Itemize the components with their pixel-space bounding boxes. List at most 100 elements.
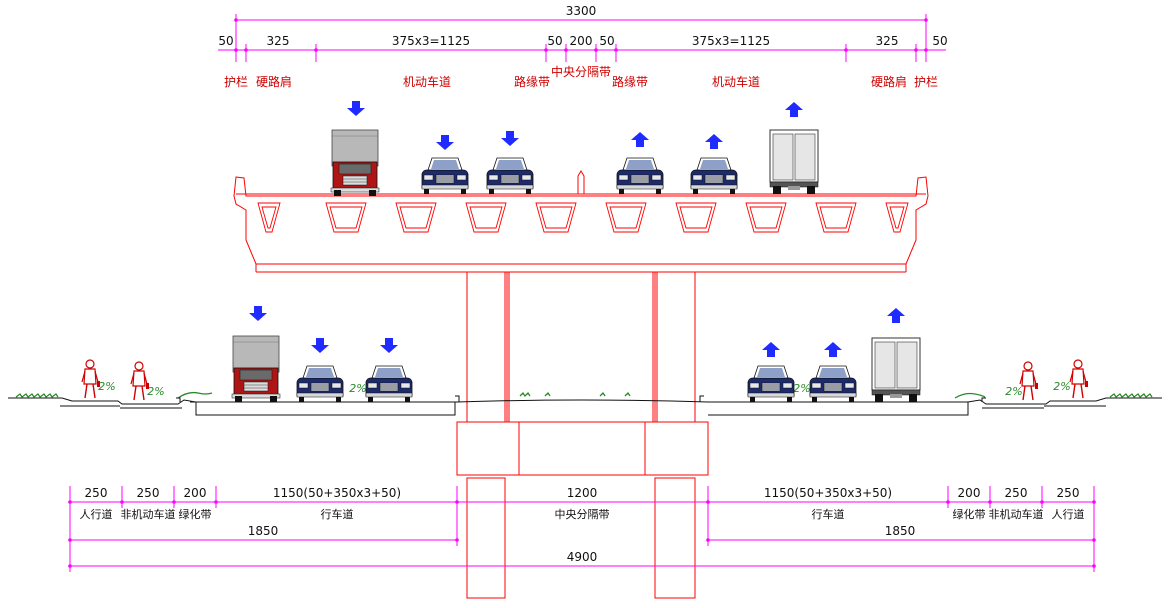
upper-seg-shoulder-right: 325	[876, 34, 899, 48]
girder-cell	[395, 202, 437, 233]
arrow-up-icon	[762, 342, 780, 357]
slope-lanes-right: 2%	[793, 382, 810, 395]
car-icon	[690, 157, 738, 195]
girder-cell	[745, 202, 787, 233]
girder-cell-inner	[539, 206, 573, 229]
pile-cap	[456, 421, 709, 599]
lower-dimension-ticks	[68, 500, 1096, 568]
slope-sidewalk-left: 2%	[98, 380, 115, 393]
girder-cell	[325, 202, 367, 233]
ground-seg-green-left: 200	[184, 486, 207, 500]
label-bike-lane-right: 非机动车道	[989, 507, 1044, 521]
arrow-down-icon	[436, 135, 454, 150]
arrow-down-icon	[249, 306, 267, 321]
ground-total-width: 4900	[567, 550, 598, 564]
arrow-down-icon	[380, 338, 398, 353]
label-sidewalk-left: 人行道	[80, 507, 113, 521]
lower-dimension-lines	[69, 486, 1095, 572]
upper-seg-shoulder-left: 325	[267, 34, 290, 48]
ground-road-surface	[8, 397, 1162, 416]
slope-sidewalk-right: 2%	[1053, 380, 1070, 393]
label-median-upper: 中央分隔带	[551, 64, 611, 79]
car-icon	[421, 157, 469, 195]
girder-cell-inner	[329, 206, 363, 229]
car-icon	[365, 365, 413, 403]
girder-cell-inner	[609, 206, 643, 229]
car-icon	[809, 365, 857, 403]
girder-cell-inner	[399, 206, 433, 229]
upper-seg-curb-right: 50	[599, 34, 614, 48]
arrow-up-icon	[705, 134, 723, 149]
truck-icon	[871, 337, 921, 403]
ground-seg-median: 1200	[567, 486, 598, 500]
girder-cell	[885, 202, 909, 233]
label-green-belt-right: 绿化带	[953, 507, 986, 521]
box-girder-cells	[257, 202, 909, 233]
girder-cell-inner	[749, 206, 783, 229]
label-shoulder-left: 硬路肩	[256, 74, 292, 89]
slope-bike-right: 2%	[1005, 385, 1022, 398]
ground-seg-lanes-right: 1150(50+350x3+50)	[764, 486, 892, 500]
ground-seg-sidewalk-right: 250	[1057, 486, 1080, 500]
arrow-down-icon	[311, 338, 329, 353]
arrow-up-icon	[824, 342, 842, 357]
upper-seg-lanes-right: 375x3=1125	[692, 34, 770, 48]
label-carriageway-right: 行车道	[812, 507, 845, 521]
girder-cell	[465, 202, 507, 233]
arrow-up-icon	[887, 308, 905, 323]
upper-total-width: 3300	[566, 4, 597, 18]
arrow-up-icon	[631, 132, 649, 147]
curb-marks	[176, 395, 986, 402]
label-curb-strip-right: 路缘带	[612, 74, 648, 89]
label-curb-strip-left: 路缘带	[514, 74, 550, 89]
car-icon	[747, 365, 795, 403]
label-bike-lane-left: 非机动车道	[121, 507, 176, 521]
green-belt-grass	[15, 391, 1153, 399]
truck-icon	[231, 335, 281, 403]
girder-cell	[815, 202, 857, 233]
slope-lanes-left: 2%	[349, 382, 366, 395]
car-icon	[616, 157, 664, 195]
half-width-left: 1850	[248, 524, 279, 538]
ground-seg-lanes-left: 1150(50+350x3+50)	[273, 486, 401, 500]
truck-icon	[769, 129, 819, 195]
label-median-ground: 中央分隔带	[555, 508, 610, 521]
upper-seg-median: 200	[570, 34, 593, 48]
upper-dimension-lines	[218, 14, 946, 62]
girder-cell-inner	[819, 206, 853, 229]
label-carriageway-left: 行车道	[321, 507, 354, 521]
ground-seg-bike-left: 250	[137, 486, 160, 500]
arrow-down-icon	[501, 131, 519, 146]
arrow-up-icon	[785, 102, 803, 117]
girder-cell-inner	[469, 206, 503, 229]
ground-seg-green-right: 200	[958, 486, 981, 500]
girder-cell	[675, 202, 717, 233]
upper-seg-curb-left: 50	[547, 34, 562, 48]
upper-seg-guardrail-left: 50	[218, 34, 233, 48]
pier-columns	[466, 271, 696, 423]
upper-dimension-ticks	[234, 18, 928, 52]
arrow-down-icon	[347, 101, 365, 116]
girder-cell-inner	[679, 206, 713, 229]
girder-cell-inner	[261, 206, 277, 229]
upper-seg-guardrail-right: 50	[932, 34, 947, 48]
girder-cell	[257, 202, 281, 233]
car-icon	[486, 157, 534, 195]
ground-seg-bike-right: 250	[1005, 486, 1028, 500]
girder-cell-inner	[889, 206, 905, 229]
pedestrian-icon	[1069, 359, 1089, 399]
label-guardrail-right: 护栏	[914, 74, 938, 89]
half-width-right: 1850	[885, 524, 916, 538]
upper-seg-lanes-left: 375x3=1125	[392, 34, 470, 48]
label-green-belt-left: 绿化带	[179, 507, 212, 521]
label-guardrail-left: 护栏	[224, 74, 248, 89]
ground-seg-sidewalk-left: 250	[85, 486, 108, 500]
label-lanes-left: 机动车道	[403, 74, 451, 89]
girder-cell	[605, 202, 647, 233]
truck-icon	[330, 129, 380, 197]
slope-bike-left: 2%	[147, 385, 164, 398]
label-sidewalk-right: 人行道	[1052, 507, 1085, 521]
label-lanes-right: 机动车道	[712, 74, 760, 89]
